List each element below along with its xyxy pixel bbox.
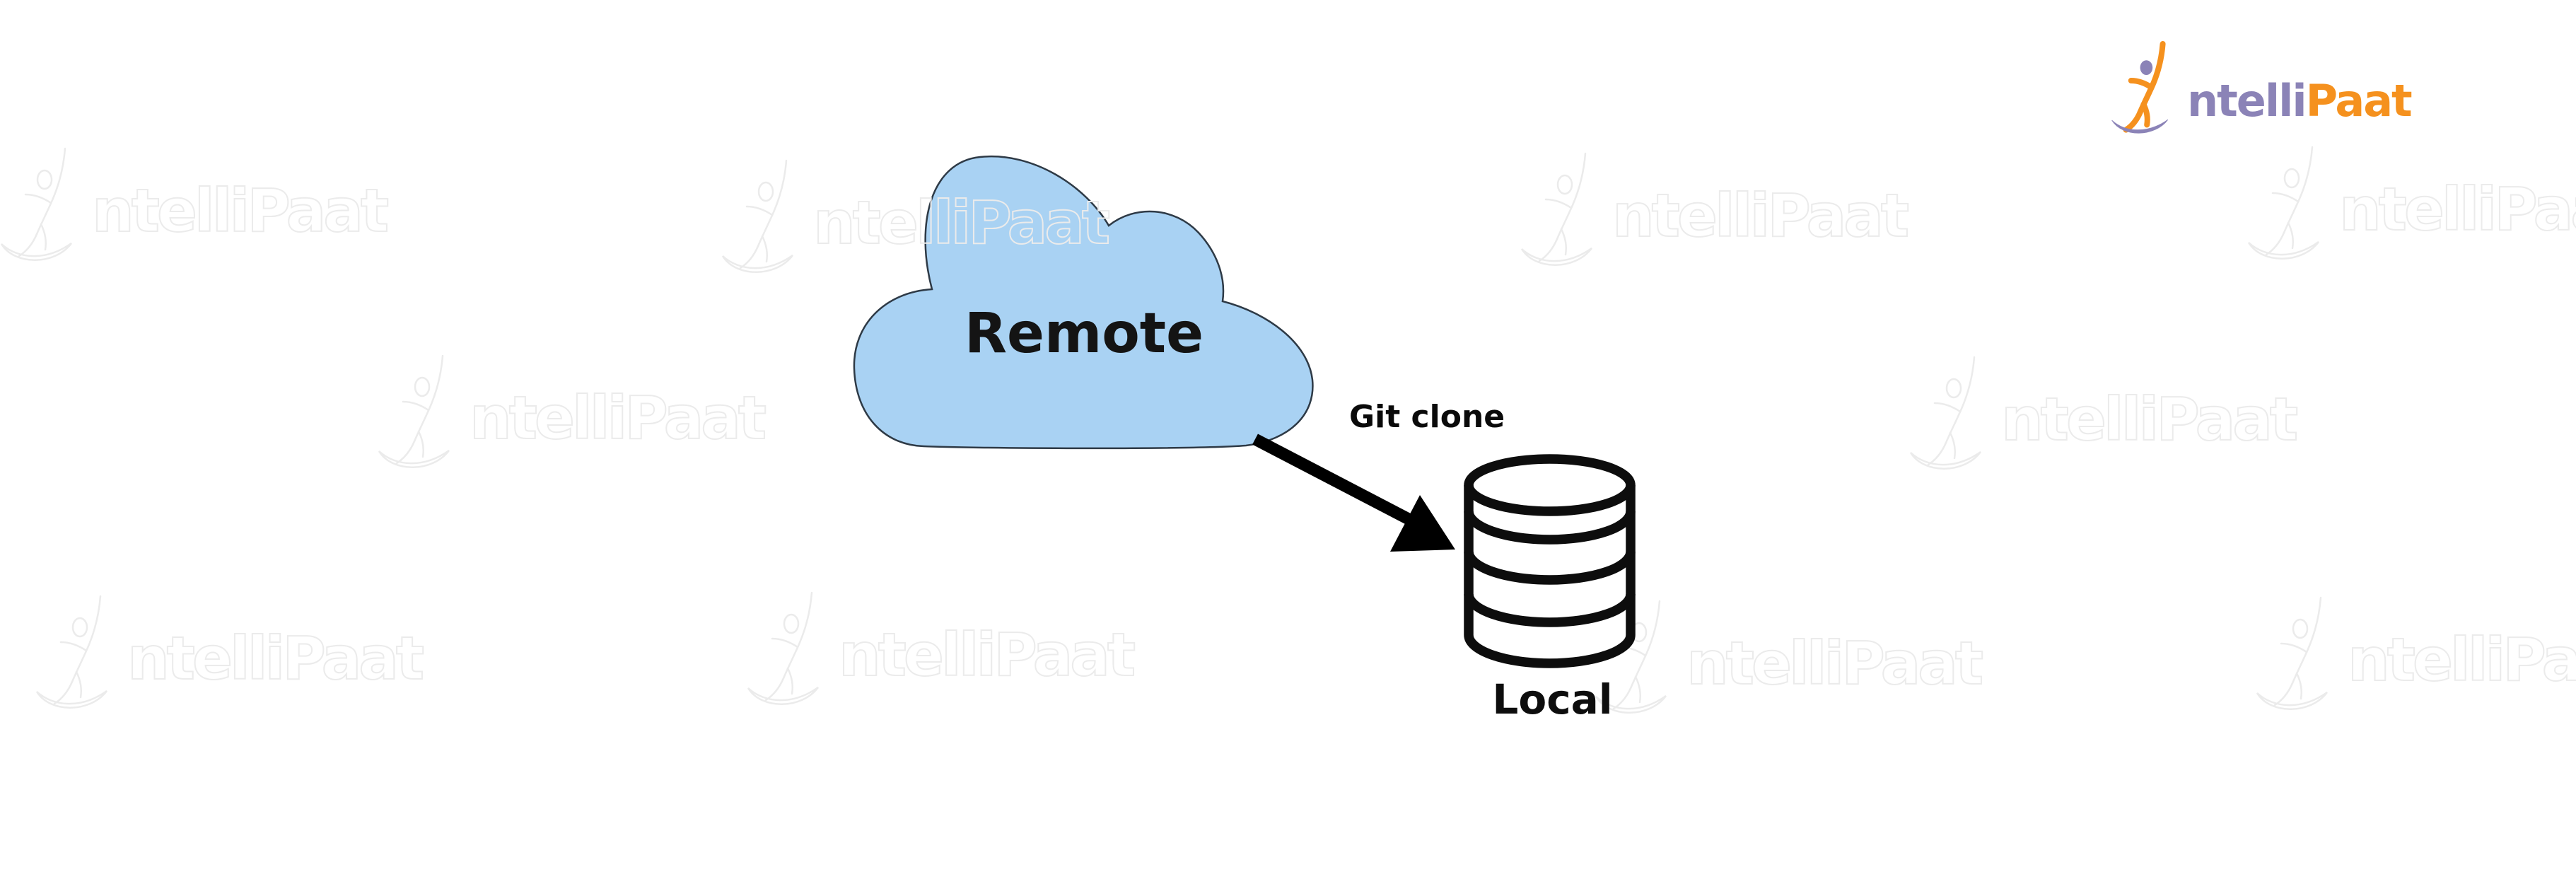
watermark-text: ntelliPaat (2338, 174, 2576, 245)
intellipaat-logo: ntelliPaat (2104, 28, 2443, 141)
cloud-path (853, 155, 1314, 450)
watermark: ntelliPaat (1520, 150, 1910, 277)
database-body-fill (1469, 459, 1631, 663)
local-database-icon (1464, 454, 1636, 668)
logo-text-part1: ntelli (2187, 75, 2307, 127)
watermark-figure-icon (721, 159, 794, 274)
watermark-text: ntelliPaat (1686, 628, 1984, 699)
watermark-figure-icon (1909, 356, 1982, 470)
watermark: ntelliPaat (0, 145, 390, 272)
git-clone-label: Git clone (1349, 399, 1505, 435)
arrow-head (1390, 495, 1455, 552)
watermark: ntelliPaat (747, 589, 1136, 716)
logo-text-part2: Paat (2305, 75, 2413, 127)
logo-text: ntelliPaat (2187, 79, 2413, 123)
remote-cloud-shape (853, 155, 1314, 450)
watermark-figure-icon (2256, 596, 2329, 711)
arrow-shaft (1252, 434, 1411, 525)
watermark-figure-icon (2247, 146, 2320, 260)
database-outline (1464, 454, 1636, 668)
local-label: Local (1492, 675, 1613, 723)
watermark-figure-icon (35, 595, 108, 709)
watermark: ntelliPaat (1595, 598, 1984, 725)
watermark-figure-icon (378, 354, 450, 469)
watermark-text: ntelliPaat (469, 383, 767, 453)
watermark-text: ntelliPaat (838, 620, 1136, 690)
watermark-text: ntelliPaat (2000, 384, 2299, 455)
remote-label: Remote (964, 302, 1204, 366)
watermark-text: ntelliPaat (1612, 180, 1910, 251)
watermark: ntelliPaat (378, 352, 767, 479)
watermark: ntelliPaat (2247, 144, 2576, 271)
watermark-figure-icon (1520, 152, 1593, 267)
watermark-text: ntelliPaat (127, 623, 425, 694)
watermark-text: ntelliPaat (91, 175, 390, 246)
watermark: ntelliPaat (2256, 594, 2576, 721)
git-clone-arrow (1252, 434, 1455, 552)
watermark-text: ntelliPaat (2347, 624, 2576, 695)
watermark-figure-icon (0, 147, 73, 262)
watermark: ntelliPaat (1909, 354, 2299, 481)
logo-figure-icon (2111, 41, 2169, 134)
watermark-figure-icon (747, 591, 820, 706)
watermark: ntelliPaat (35, 593, 425, 720)
